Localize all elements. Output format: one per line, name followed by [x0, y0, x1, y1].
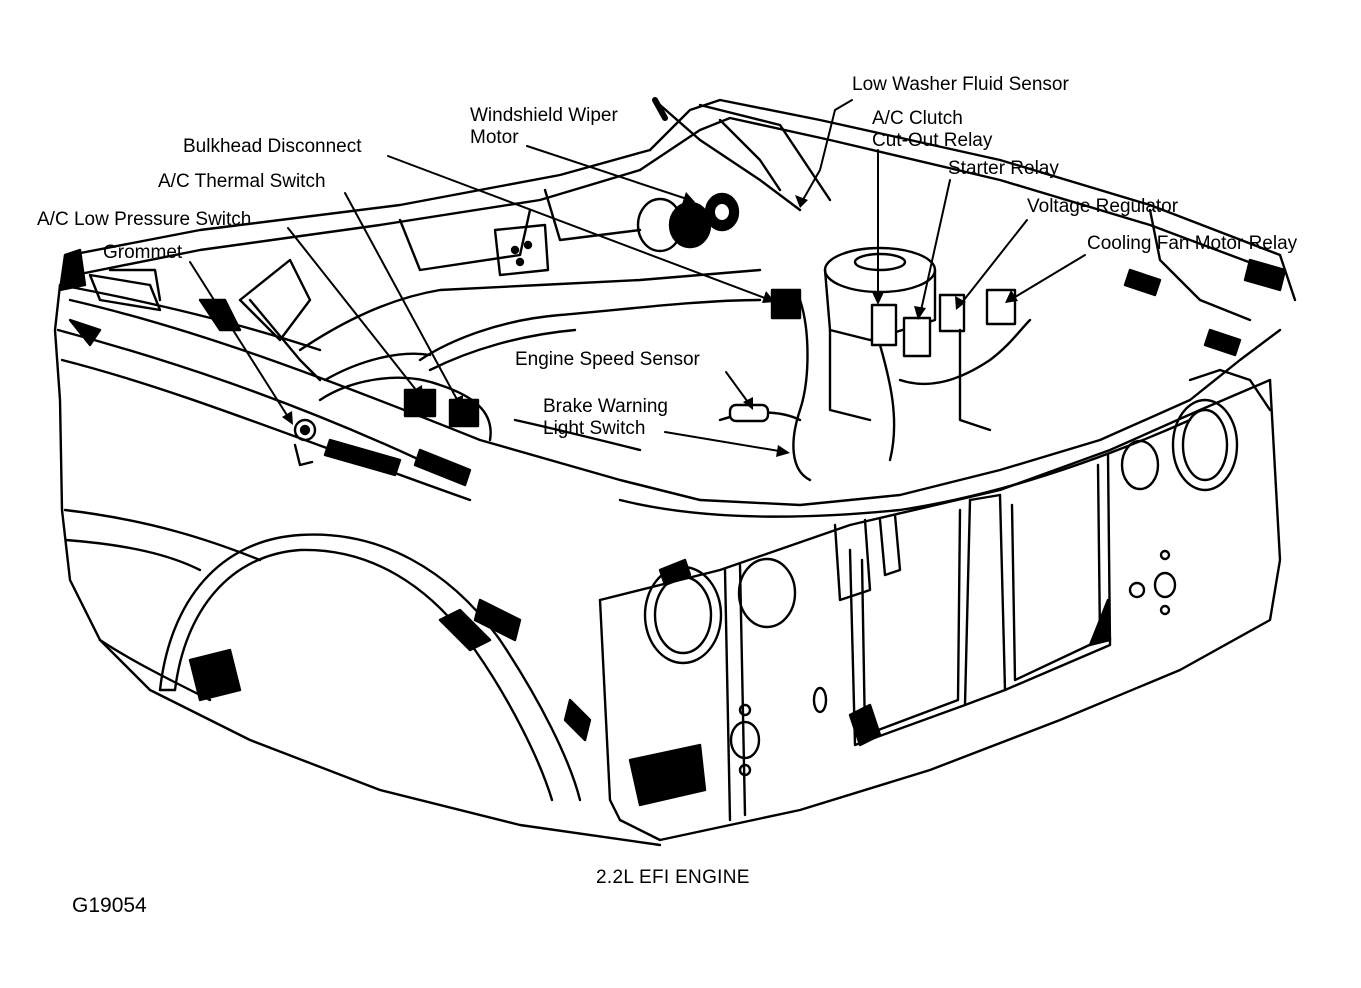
leader-low-washer-fluid-sensor: [799, 99, 853, 206]
label-ac-clutch-relay-line2: Cut-Out Relay: [872, 130, 993, 151]
label-windshield-wiper-motor-line2: Motor: [470, 127, 519, 148]
leader-grommet: [189, 261, 291, 421]
leader-bulkhead-disconnect: [387, 155, 771, 301]
leader-ac-thermal-switch: [344, 192, 461, 406]
radiator-support-panel: [598, 378, 1282, 842]
figure-code: G19054: [72, 894, 147, 917]
label-starter-relay: Starter Relay: [948, 158, 1059, 179]
leader-arrowheads: [282, 192, 1018, 457]
leader-cooling-fan-motor-relay: [1009, 254, 1086, 301]
left-fender-outline: [53, 283, 702, 847]
label-ac-clutch-relay-line1: A/C Clutch: [872, 108, 963, 129]
leader-engine-speed-sensor: [725, 371, 751, 406]
label-windshield-wiper-motor-line1: Windshield Wiper: [470, 105, 618, 126]
engine-bay-edges: [238, 208, 1282, 518]
leader-lines: [189, 99, 1086, 453]
leader-voltage-regulator: [959, 219, 1028, 306]
leader-brake-warning-light-switch: [664, 431, 786, 453]
leader-windshield-wiper-motor: [526, 145, 691, 201]
label-engine-speed-sensor: Engine Speed Sensor: [515, 349, 700, 370]
label-brake-warning-light-switch-line2: Light Switch: [543, 418, 646, 439]
leader-starter-relay: [919, 179, 951, 316]
label-ac-thermal-switch: A/C Thermal Switch: [158, 171, 326, 192]
label-grommet: Grommet: [103, 242, 183, 263]
engine-components: [293, 192, 1032, 482]
figure-caption: 2.2L EFI ENGINE: [596, 867, 750, 888]
label-low-washer-fluid-sensor: Low Washer Fluid Sensor: [852, 74, 1069, 95]
label-ac-low-pressure-switch: A/C Low Pressure Switch: [37, 209, 252, 230]
label-cooling-fan-motor-relay: Cooling Fan Motor Relay: [1087, 233, 1298, 254]
label-voltage-regulator: Voltage Regulator: [1027, 196, 1179, 217]
front-left-corner: [58, 248, 1287, 742]
leader-ac-low-pressure-switch: [287, 227, 421, 396]
label-bulkhead-disconnect: Bulkhead Disconnect: [183, 136, 362, 157]
label-brake-warning-light-switch-line1: Brake Warning: [543, 396, 668, 417]
